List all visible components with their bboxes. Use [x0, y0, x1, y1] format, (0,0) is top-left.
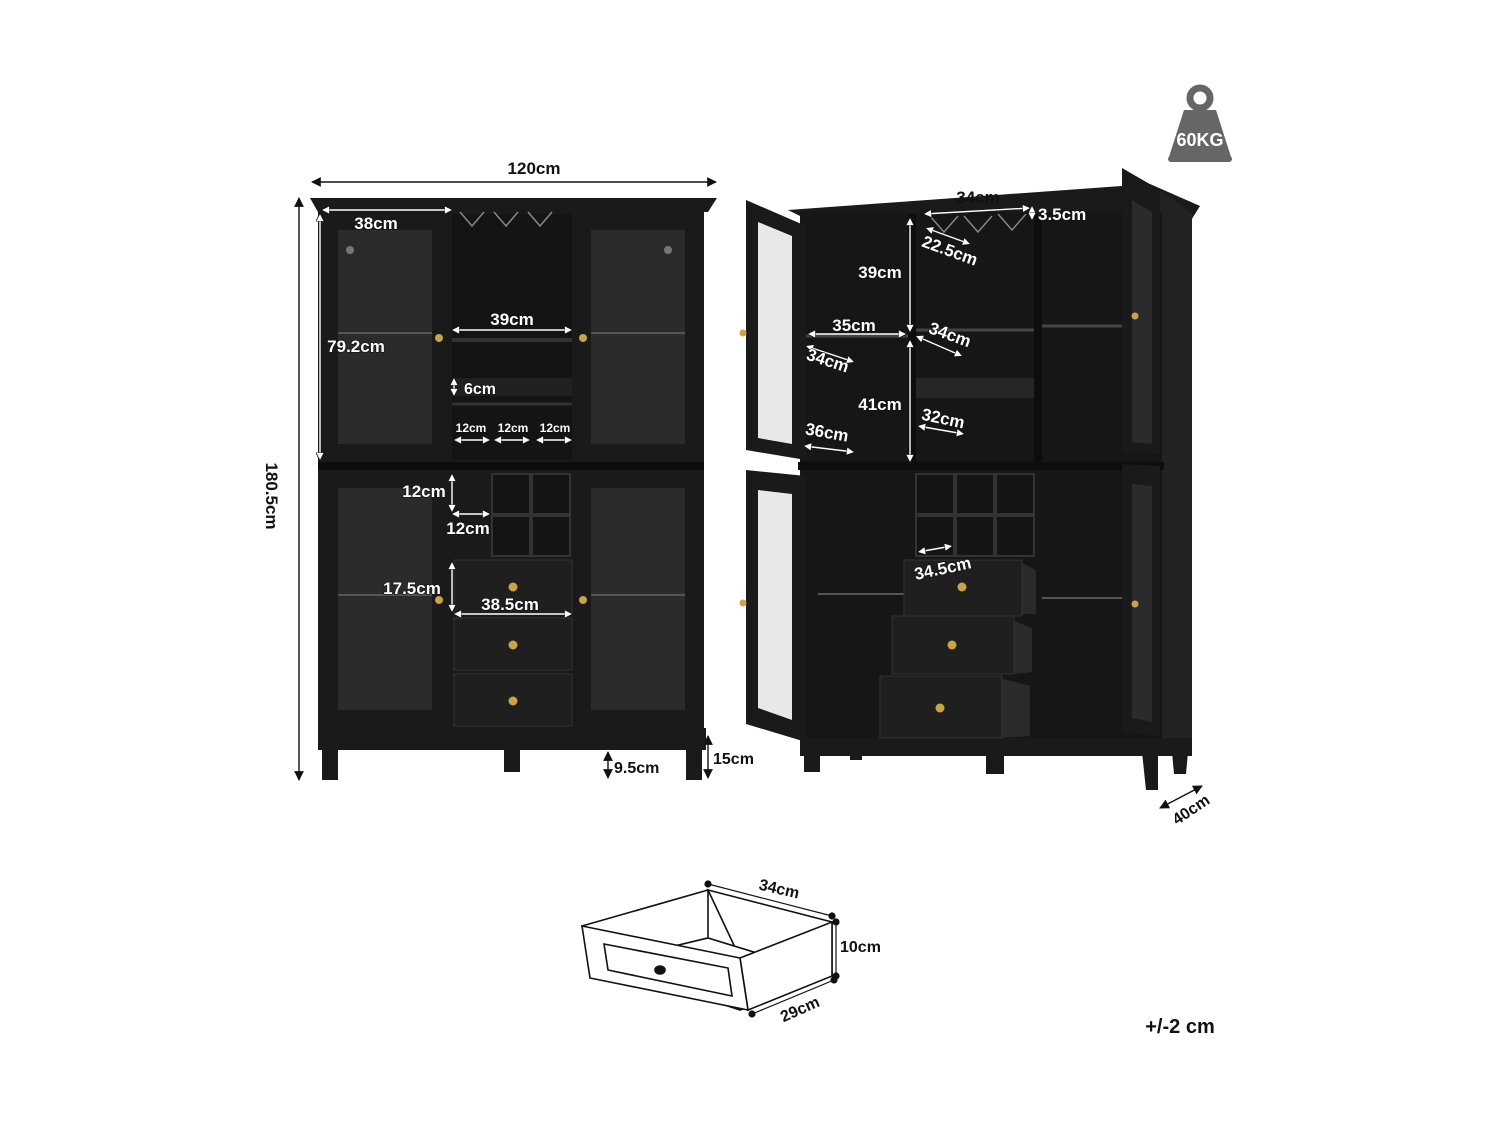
angled-right-partition: [1034, 214, 1042, 462]
angled-upper-right-glass: [1132, 200, 1152, 444]
front-drawer-height-label: 17.5cm: [383, 579, 441, 598]
front-drawer-2-knob: [508, 640, 518, 650]
front-cube-height-label: 12cm: [402, 482, 445, 501]
angled-drawer-1-knob: [957, 582, 967, 592]
drawer-detail: [580, 888, 835, 1012]
front-upper-right-knob: [579, 334, 587, 342]
front-base: [318, 728, 706, 750]
angled-shelf-width-label: 35cm: [832, 316, 875, 335]
front-drawer-3-knob: [508, 696, 518, 706]
angled-upper-height-label: 39cm: [858, 263, 901, 282]
front-slot-3-label: 12cm: [540, 421, 571, 435]
angled-drawer-3-knob: [935, 703, 945, 713]
front-center-upper-bay: [452, 214, 572, 460]
front-center-shelf-2: [452, 378, 572, 396]
glass-rack: [459, 211, 553, 228]
front-cube-width-label: 12cm: [446, 519, 489, 538]
front-upper-right-glass: [591, 230, 685, 444]
angled-upper-left-knob: [739, 329, 747, 337]
angled-side-panel: [1160, 190, 1192, 742]
front-lower-left-knob: [435, 596, 443, 604]
front-base-height-label: 15cm: [713, 751, 754, 768]
angled-section-divider: [798, 462, 1164, 470]
front-center-width-label: 39cm: [490, 310, 533, 329]
front-lower-right-glass: [591, 488, 685, 710]
front-upper-right-hinge: [664, 246, 672, 254]
drawer-detail-knob: [654, 965, 666, 975]
weight-icon: [1168, 84, 1232, 162]
front-inner-dimension-lines: [320, 210, 572, 614]
angled-left-partition: [908, 214, 916, 462]
angled-center-shelf-2: [916, 378, 1034, 398]
angled-leg-center: [986, 752, 1004, 774]
front-leg-height-label: 9.5cm: [614, 760, 659, 777]
angled-rack-height-label: 3.5cm: [1038, 205, 1086, 224]
angled-base: [800, 738, 1192, 756]
front-leg-center: [504, 748, 520, 772]
front-leg-right: [686, 740, 702, 780]
front-lower-right-knob: [579, 596, 587, 604]
front-slot-1-label: 12cm: [456, 421, 487, 435]
angled-top-width-label: 34cm: [956, 188, 999, 207]
tolerance-note: +/-2 cm: [1145, 1016, 1214, 1038]
weight-label: 60KG: [1176, 130, 1223, 150]
angled-depth-line: [1159, 785, 1203, 809]
angled-lower-height-label: 41cm: [858, 395, 901, 414]
front-upper-left-hinge: [346, 246, 354, 254]
angled-lower-right-glass: [1132, 484, 1152, 722]
angled-inner-dimension-lines: [804, 206, 1032, 552]
front-shelf-gap-label: 6cm: [464, 381, 496, 398]
front-lower-left-glass: [338, 488, 432, 710]
front-drawers: [453, 559, 573, 727]
front-height-label: 180.5cm: [262, 462, 281, 529]
angled-lower-left-knob: [739, 599, 747, 607]
front-upper-left-glass: [338, 230, 432, 444]
angled-wine-cubes: [915, 473, 1035, 557]
angled-leg-left: [804, 746, 820, 772]
drawer-detail-height-label: 10cm: [840, 939, 881, 956]
front-leg-left: [322, 740, 338, 780]
angled-lower-left-glass: [758, 490, 792, 720]
front-drawer-1-knob: [508, 582, 518, 592]
drawer-detail-front-panel: [603, 942, 733, 998]
angled-leg-back: [850, 750, 862, 760]
angled-cabinet-depth-label: 40cm: [1170, 792, 1213, 829]
front-side-width-label: 38cm: [354, 214, 397, 233]
front-slot-2-label: 12cm: [498, 421, 529, 435]
angled-upper-left-glass: [758, 222, 792, 444]
drawer-detail-dimension-lines: [704, 880, 840, 1018]
angled-drawer-2-knob: [947, 640, 957, 650]
front-width-label: 120cm: [508, 159, 561, 178]
angled-lower-right-knob: [1131, 600, 1139, 608]
wine-cube-grid: [491, 473, 571, 557]
front-upper-height-label: 79.2cm: [327, 337, 385, 356]
angled-leg-right-2: [1172, 752, 1188, 774]
angled-upper-right-knob: [1131, 312, 1139, 320]
front-cabinet: [310, 198, 717, 780]
drawer-detail-depth-label: 29cm: [778, 994, 822, 1026]
front-drawer-width-label: 38.5cm: [481, 595, 539, 614]
front-section-divider: [318, 462, 704, 470]
angled-leg-right: [1142, 752, 1158, 790]
angled-drawers: [879, 559, 1036, 739]
front-upper-left-knob: [435, 334, 443, 342]
front-dimension-lines: [294, 177, 717, 781]
